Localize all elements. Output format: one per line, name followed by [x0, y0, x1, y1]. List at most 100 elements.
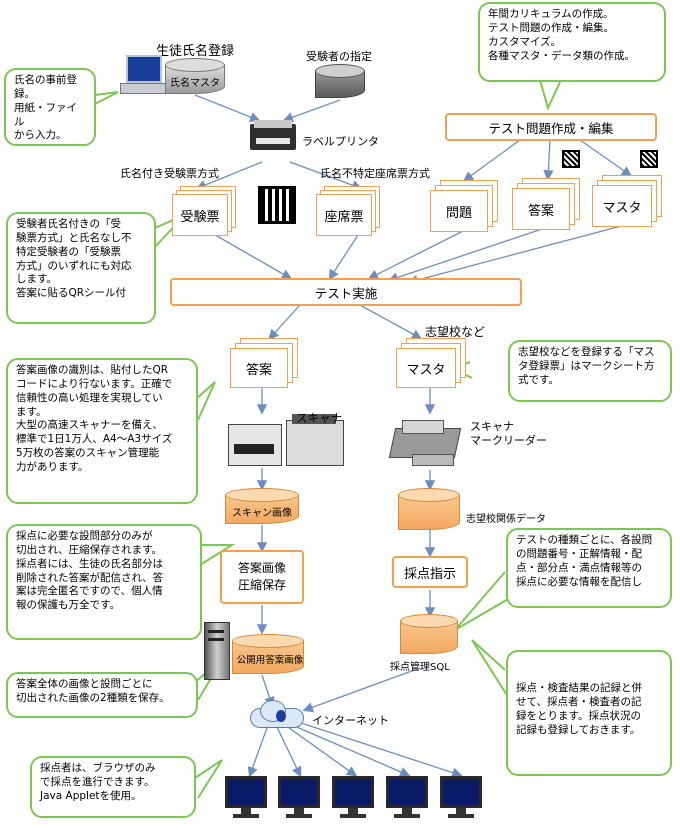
- pointer-scan-capacity: [194, 381, 216, 421]
- callout-line: 切出された画像の2種類を保存。: [16, 691, 170, 704]
- callout-line: 採点者は、ブラウザのみ: [40, 762, 156, 774]
- arrow-master-to-exec: [407, 224, 626, 286]
- seat-ticket-label: 座席票: [316, 194, 372, 236]
- aspiring-school-label: 志望校など: [425, 325, 486, 339]
- problem-stack: 問題: [430, 180, 500, 232]
- arrow-internet-to-pc3: [284, 724, 358, 777]
- exam-ticket-stack: 受験票: [172, 186, 238, 236]
- grading-instr-box: 採点指示: [392, 556, 468, 588]
- arrow-sql-to-internet: [302, 667, 421, 713]
- callout-line: コードにより行ないます。正確で: [16, 377, 173, 390]
- callout-line: 特定受験者の「受験票: [16, 245, 121, 258]
- pointer-curriculum: [539, 79, 561, 111]
- callout-line: 報の保護も万全です。: [16, 599, 120, 612]
- callout-school-master: 志望校などを登録する「マス タ登録票」はマークシート方 式です。: [508, 340, 672, 402]
- examinee-spec-label: 受験者の指定: [306, 50, 372, 63]
- scanner-reader-label: スキャナ マークリーダー: [470, 420, 547, 449]
- callout-line: 式です。: [518, 373, 559, 386]
- compress-save-box: 答案画像 圧縮保存: [220, 550, 304, 604]
- test-exec-box: テスト実施: [170, 278, 522, 306]
- callout-line: 削除された答案が配信され、答: [16, 571, 164, 584]
- callout-line: で採点を進行できます。: [40, 775, 155, 788]
- callout-line: します。: [16, 273, 57, 286]
- callout-two-images: 答案全体の画像と設問ごとに 切出された画像の2種類を保存。: [6, 672, 198, 718]
- grader-monitor-icon: [440, 776, 486, 820]
- arrow-seat-to-exec: [328, 231, 361, 281]
- public-images-label: 公開用答案画像: [236, 655, 304, 666]
- arrow-ticket-to-exec: [209, 231, 293, 280]
- answer2-label: 答案: [230, 348, 288, 388]
- callout-line: 各種マスタ・データ類の作成。: [488, 49, 635, 62]
- public-images-cylinder: 公開用答案画像: [232, 634, 304, 674]
- callout-name-preregister: 氏名の事前登 録。 用紙・ファイル から入力。: [4, 68, 96, 146]
- answer2-stack: 答案: [230, 338, 300, 388]
- arrow-exec-to-master2: [359, 304, 423, 340]
- grader-monitor-icon: [386, 776, 432, 820]
- callout-line: 用紙・ファイル: [14, 101, 77, 128]
- seat-ticket-stack: 座席票: [316, 186, 382, 236]
- master-stack: マスタ: [592, 175, 664, 227]
- pointer-browser: [194, 759, 223, 799]
- school-data-cylinder: [398, 488, 460, 530]
- callout-line: 氏名の事前登: [14, 74, 77, 86]
- unnamed-seat-method-label: 氏名不特定座席票方式: [320, 167, 430, 180]
- exam-ticket-label: 受験票: [172, 194, 228, 236]
- callout-line: タ登録票」はマークシート方: [518, 359, 655, 372]
- callout-line: 採点に必要な設問部分のみが: [16, 530, 153, 542]
- name-master-cylinder: 氏名マスタ: [165, 58, 225, 94]
- school-data-label: 志望校関係データ: [466, 514, 546, 525]
- arrow-master-to-printer: [194, 94, 261, 122]
- named-ticket-method-label: 氏名付き受験票方式: [120, 167, 219, 180]
- callout-line: 答案に貼るQRシール付: [16, 287, 127, 300]
- arrow-printer-to-seat: [289, 161, 363, 191]
- callout-scan-capacity: 答案画像の識別は、貼付したQR コードにより行ないます。正確で 信頼性の高い処理…: [6, 358, 198, 504]
- arrow-create-to-master: [579, 139, 633, 177]
- examinee-spec-cylinder: [315, 64, 365, 98]
- callout-line: テストの種類ごとに、各設問: [516, 534, 653, 546]
- callout-line: 答案全体の画像と設問ごとに: [16, 678, 153, 690]
- callout-line: 録。: [14, 87, 35, 100]
- callout-line: 採点に必要な情報を配信し: [516, 575, 642, 588]
- callout-line: 験票方式」と氏名なし不: [16, 231, 132, 244]
- callout-line: から入力。: [14, 129, 67, 142]
- callout-line: ます。: [16, 405, 47, 418]
- desktop-computer-icon: [120, 55, 166, 94]
- answer-stack: 答案: [512, 178, 582, 230]
- master2-label: マスタ: [396, 348, 456, 388]
- callout-results: 採点・検査結果の記録と併 せて、採点者・検査者の記 録をとります。採点状況の 記…: [506, 650, 672, 776]
- label-printer-label: ラベルプリンタ: [302, 135, 379, 148]
- arrow-exec-to-answer2: [268, 304, 301, 340]
- pointer-results: [471, 639, 511, 701]
- grader-monitor-icon: [225, 776, 271, 820]
- qr-code-icon: [258, 186, 296, 224]
- grader-monitor-icon: [278, 776, 324, 820]
- name-master-label: 氏名マスタ: [170, 78, 220, 89]
- callout-line: Java Appletを使用。: [40, 789, 142, 802]
- arrow-create-to-answer: [543, 139, 554, 181]
- callout-line: カスタマイズ。: [488, 35, 562, 48]
- arrow-printer-to-ticket: [195, 161, 263, 190]
- scanner-label: スキャナ: [296, 411, 342, 425]
- master-label: マスタ: [592, 185, 652, 227]
- callout-line: 案は完全匿名ですので、個人情: [16, 585, 163, 598]
- callout-line: 標準で1日1万人、A4〜A3サイズ: [16, 433, 173, 446]
- server-icon: [204, 622, 230, 680]
- callout-line: 大型の高速スキャナーを備え、: [16, 419, 163, 432]
- grader-monitor-icon: [332, 776, 378, 820]
- arrow-internet-to-pc1: [247, 724, 269, 778]
- compress-save-line-2: 圧縮保存: [237, 578, 286, 592]
- arrow-internet-to-pc5: [297, 721, 463, 778]
- callout-line: 点・部分点・満点情報等の: [516, 561, 642, 574]
- callout-line: 記録も登録しておきます。: [516, 723, 641, 736]
- test-creation-box: テスト問題作成・編集: [445, 113, 657, 141]
- callout-line: テスト問題の作成・編集。: [488, 21, 614, 34]
- callout-line: せて、採点者・検査者の記: [516, 695, 642, 708]
- qr-small-icon: [640, 150, 658, 168]
- callout-line: 方式」のいずれにも対応: [16, 259, 132, 272]
- compress-save-line-1: 答案画像: [237, 561, 286, 576]
- callout-ticket-methods: 受験者氏名付きの「受 験票方式」と氏名なし不 特定受験者の「受験票 方式」のいず…: [6, 212, 156, 324]
- grading-sql-label: 採点管理SQL: [390, 662, 450, 673]
- problem-label: 問題: [430, 190, 488, 232]
- qr-small-icon: [562, 150, 580, 168]
